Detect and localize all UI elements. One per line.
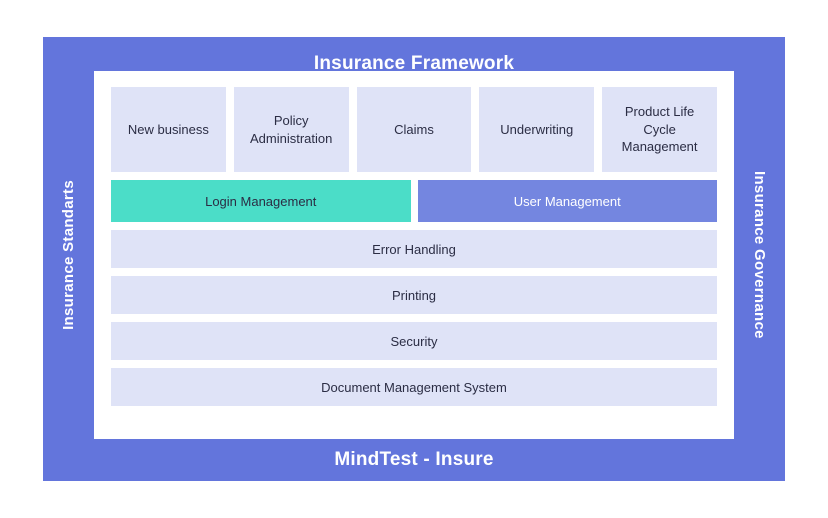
capability-error-handling[interactable]: Error Handling <box>111 230 717 268</box>
capability-printing[interactable]: Printing <box>111 276 717 314</box>
framework-panel: New business Policy Administration Claim… <box>94 71 734 439</box>
capability-product-life-cycle-management[interactable]: Product Life Cycle Management <box>602 87 717 172</box>
capability-document-management-system[interactable]: Document Management System <box>111 368 717 406</box>
diagram-title: Insurance Framework <box>313 53 515 74</box>
right-vertical-label: Insurance Governance <box>734 71 785 439</box>
diagram-body: Insurance Standarts New business Policy … <box>43 71 785 439</box>
capability-underwriting[interactable]: Underwriting <box>479 87 595 172</box>
right-vertical-label-text: Insurance Governance <box>751 171 768 339</box>
capability-security[interactable]: Security <box>111 322 717 360</box>
management-row: Login Management User Management <box>111 180 717 222</box>
left-vertical-label-text: Insurance Standarts <box>60 180 77 330</box>
capability-claims[interactable]: Claims <box>356 87 472 172</box>
insurance-framework-diagram: Insurance Framework Insurance Standarts … <box>43 37 785 481</box>
capability-policy-administration[interactable]: Policy Administration <box>233 87 349 172</box>
capability-login-management[interactable]: Login Management <box>111 180 411 222</box>
capability-new-business[interactable]: New business <box>111 87 226 172</box>
capability-user-management[interactable]: User Management <box>417 180 717 222</box>
top-capability-row: New business Policy Administration Claim… <box>111 87 717 172</box>
diagram-footer: MindTest - Insure <box>334 449 494 470</box>
left-vertical-label: Insurance Standarts <box>43 71 94 439</box>
